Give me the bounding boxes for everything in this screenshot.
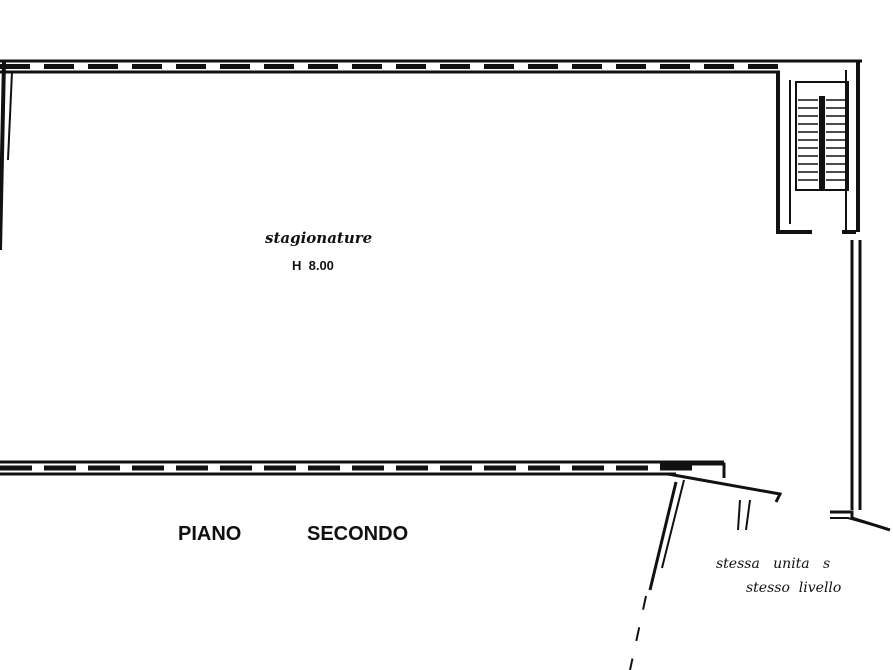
room-name: stagionature — [265, 229, 372, 247]
room-height: H 8.00 — [292, 258, 334, 273]
bottom-wall — [0, 460, 724, 476]
floor-label-piano: PIANO — [178, 523, 241, 545]
right-wall — [830, 230, 891, 532]
floor-label-secondo: SECONDO — [307, 523, 408, 545]
left-wall — [0, 60, 13, 251]
top-wall — [0, 59, 862, 74]
note-line-2: stesso livello — [746, 580, 841, 596]
note-line-1: stessa unita s — [716, 556, 830, 572]
stair-core — [776, 59, 862, 234]
stair-treads — [798, 99, 846, 181]
entrance-walls — [629, 462, 783, 670]
